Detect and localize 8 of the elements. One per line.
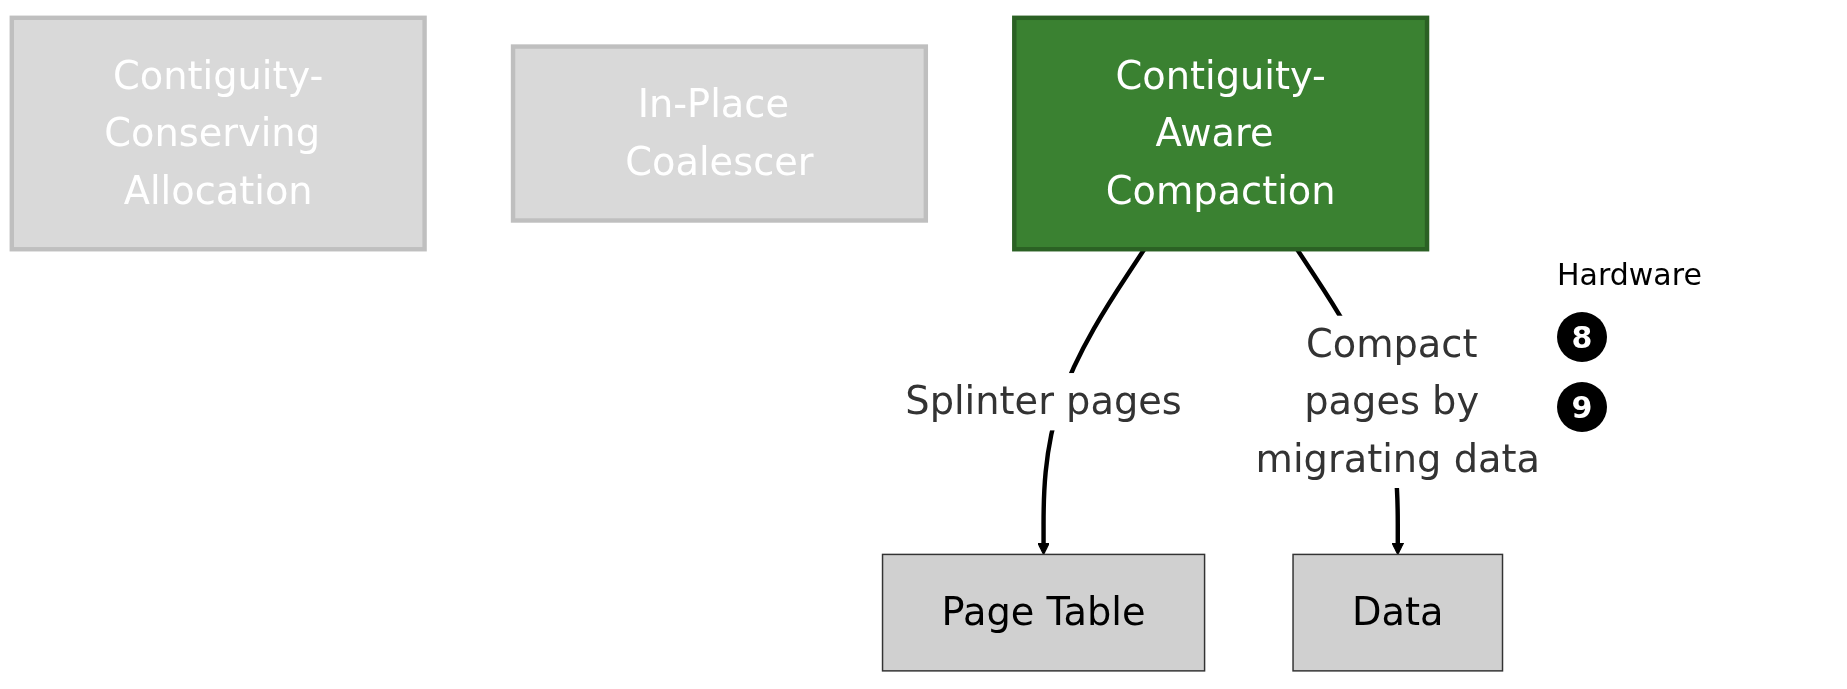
node-box: Page Table — [881, 553, 1206, 672]
edge-label: Splinter pages — [905, 379, 1182, 424]
callout-number: 9 — [1557, 382, 1607, 432]
node-box: Data — [1292, 553, 1504, 672]
edge-label: Compact pages by migrating data — [1255, 321, 1540, 481]
callout-number: 8 — [1557, 312, 1607, 362]
note-label: Hardware — [1557, 257, 1702, 292]
node-box: Contiguity-Aware Compaction — [1012, 15, 1430, 252]
